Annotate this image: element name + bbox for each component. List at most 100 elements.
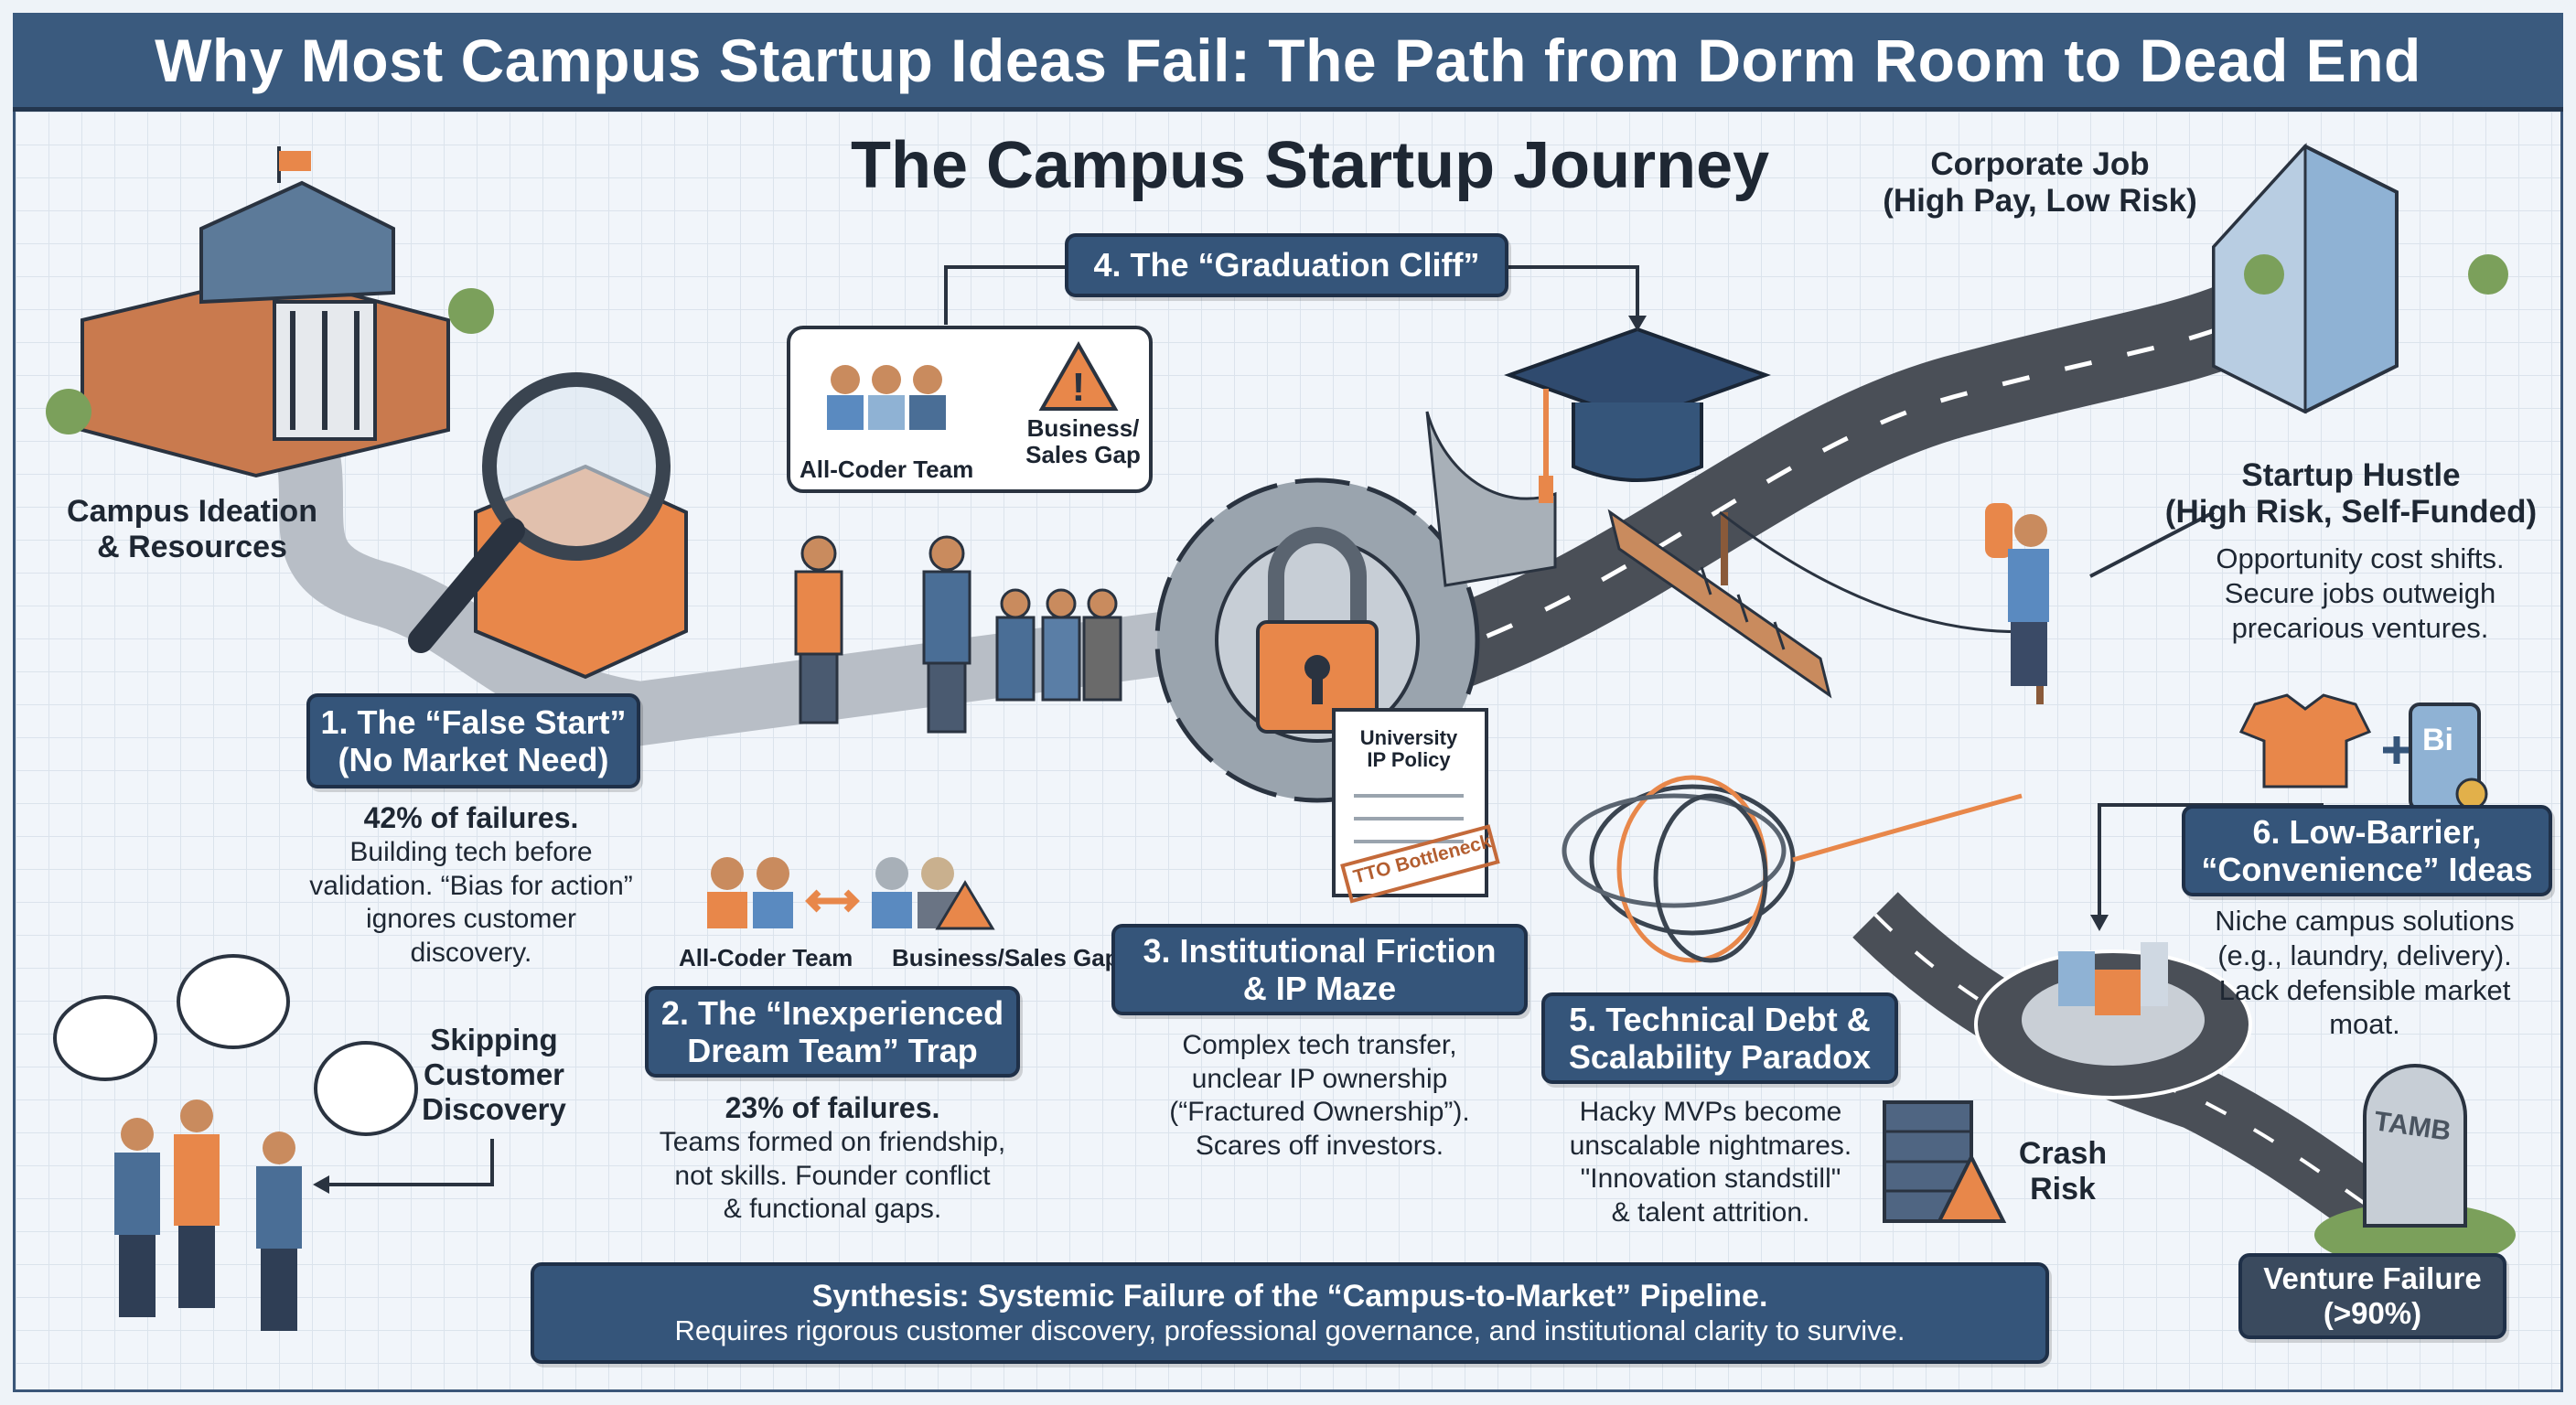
startup-hustle-text: Opportunity cost shifts. (2216, 542, 2505, 574)
step-3-text: Scares off investors. (1195, 1130, 1444, 1161)
step-5-box: 5. Technical Debt &Scalability Paradox (1541, 992, 1898, 1084)
ip-policy-line1: University (1359, 726, 1458, 749)
step-6-text: Lack defensible market (2218, 973, 2511, 1006)
app-icon-text: Bi (2422, 723, 2453, 757)
step-4-title: 4. The “Graduation Cliff” (1093, 246, 1480, 284)
startup-hustle-title: Startup Hustle (2241, 457, 2461, 493)
founders-arguing-icon (794, 535, 1122, 734)
synthesis-text: Requires rigorous customer discovery, pr… (674, 1314, 1905, 1347)
team-icons-row (700, 851, 1020, 938)
step-6-title: 6. Low-Barrier, (2252, 812, 2482, 851)
students-icon (114, 1099, 302, 1331)
corporate-building-icon (2212, 143, 2508, 414)
step-1-box: 1. The “False Start”(No Market Need) (306, 693, 640, 788)
all-coder-team-label: All-Coder Team (679, 944, 853, 971)
warning-icon: ! (1037, 340, 1120, 418)
phone-app-icon (2409, 702, 2488, 811)
step-5-text: unscalable nightmares. (1569, 1130, 1852, 1161)
step-5-text: Hacky MVPs become (1579, 1097, 1842, 1127)
step-1-text: Building tech before (349, 837, 593, 868)
campus-building-icon (46, 146, 494, 478)
campus-label: Campus Ideation& Resources (37, 494, 348, 565)
graduation-cap-icon (1425, 327, 1771, 587)
step-3-subtitle: & IP Maze (1242, 970, 1397, 1007)
campus-label-line1: Campus Ideation (67, 494, 317, 529)
step-3-description: Complex tech transfer,unclear IP ownersh… (1125, 1029, 1514, 1163)
bubble-gap-line1: Business/ (1026, 414, 1140, 442)
step-4-box: 4. The “Graduation Cliff” (1065, 233, 1508, 297)
plus-icon (2383, 736, 2410, 764)
step-1-title: 1. The “False Start” (320, 702, 627, 741)
main-title: Why Most Campus Startup Ideas Fail: The … (155, 26, 2421, 94)
bubble-all-coder-label: All-Coder Team (800, 456, 974, 483)
campus-label-line2: & Resources (97, 530, 287, 565)
step-2-text: Teams formed on friendship, (659, 1127, 1006, 1158)
step-1-text: discovery. (410, 937, 532, 968)
startup-hustle-label: Startup Hustle(High Risk, Self-Funded) (2150, 457, 2552, 531)
team-speech-bubble: ! All-Coder Team Business/Sales Gap (787, 326, 1153, 493)
step-2-stat: 23% of failures. (724, 1091, 940, 1124)
step-6-text: moat. (2329, 1008, 2400, 1041)
step-3-box: 3. Institutional Friction& IP Maze (1111, 924, 1528, 1015)
synthesis-box: Synthesis: Systemic Failure of the “Camp… (531, 1262, 2049, 1364)
step-2-text: & functional gaps. (723, 1194, 942, 1225)
startup-hustle-text: precarious ventures. (2231, 611, 2489, 644)
step-5-text: & talent attrition. (1611, 1196, 1810, 1228)
step-3-text: (“Fractured Ownership”). (1169, 1097, 1470, 1128)
crash-line2: Risk (2030, 1172, 2096, 1207)
step-1-stat: 42% of failures. (363, 801, 579, 834)
startup-hustle-description: Opportunity cost shifts.Secure jobs outw… (2177, 542, 2543, 645)
step-1-text: validation. “Bias for action” (309, 870, 633, 901)
venture-failure-box: Venture Failure(>90%) (2238, 1253, 2506, 1339)
step-1-subtitle: (No Market Need) (338, 741, 609, 778)
step-3-title: 3. Institutional Friction (1143, 931, 1497, 970)
bubble-gap-label: Business/Sales Gap (1021, 415, 1145, 467)
ip-policy-line2: IP Policy (1367, 748, 1451, 772)
server-crash-icon (1883, 1100, 2007, 1223)
ip-policy-document-icon (1332, 708, 1500, 904)
skipping-line3: Discovery (422, 1091, 566, 1126)
step-1-text: ignores customer (365, 904, 577, 935)
tangled-wires-icon (1562, 775, 2023, 963)
venture-failure-value: (>90%) (2323, 1296, 2422, 1330)
path-to-campus (271, 419, 1194, 746)
magnifier-box-icon (408, 372, 688, 680)
skipping-line1: Skipping (430, 1023, 558, 1056)
coders-group-icon (818, 357, 955, 430)
step-6-box: 6. Low-Barrier,“Convenience” Ideas (2182, 805, 2552, 896)
step-2-subtitle: Dream Team” Trap (687, 1032, 978, 1069)
step-2-title: 2. The “Inexperienced (660, 993, 1004, 1032)
step-6-text: Niche campus solutions (2215, 905, 2515, 937)
tombstone-icon (2314, 1064, 2516, 1267)
step-3-text: Complex tech transfer, (1182, 1030, 1457, 1060)
step-6-description: Niche campus solutions(e.g., laundry, de… (2173, 904, 2557, 1042)
step-6-subtitle: “Convenience” Ideas (2201, 851, 2533, 888)
crash-line1: Crash (2018, 1136, 2108, 1171)
bubble-gap-line2: Sales Gap (1025, 440, 1141, 468)
corporate-job-label: Corporate Job(High Pay, Low Risk) (1857, 146, 2223, 220)
corporate-job-subtitle: (High Pay, Low Risk) (1883, 183, 2197, 220)
hiker-icon (1985, 503, 2049, 686)
svg-text:!: ! (1072, 365, 1086, 410)
subtitle: The Campus Startup Journey (851, 129, 1770, 202)
tshirt-icon (2238, 693, 2372, 788)
step-5-subtitle: Scalability Paradox (1568, 1038, 1872, 1076)
step-2-text: not skills. Founder conflict (674, 1160, 991, 1191)
startup-hustle-subtitle: (High Risk, Self-Funded) (2164, 494, 2538, 531)
step-5-title: 5. Technical Debt & (1569, 1000, 1871, 1038)
step-3-text: unclear IP ownership (1191, 1063, 1448, 1094)
step-6-text: (e.g., laundry, delivery). (2217, 938, 2512, 971)
corporate-job-title: Corporate Job (1930, 146, 2150, 182)
venture-failure-title: Venture Failure (2263, 1261, 2482, 1296)
synthesis-title: Synthesis: Systemic Failure of the “Camp… (811, 1279, 1768, 1314)
thought-bubbles-icon (53, 954, 418, 1136)
business-gap-label: Business/Sales Gap (892, 944, 1120, 971)
skipping-line2: Customer (423, 1056, 565, 1091)
